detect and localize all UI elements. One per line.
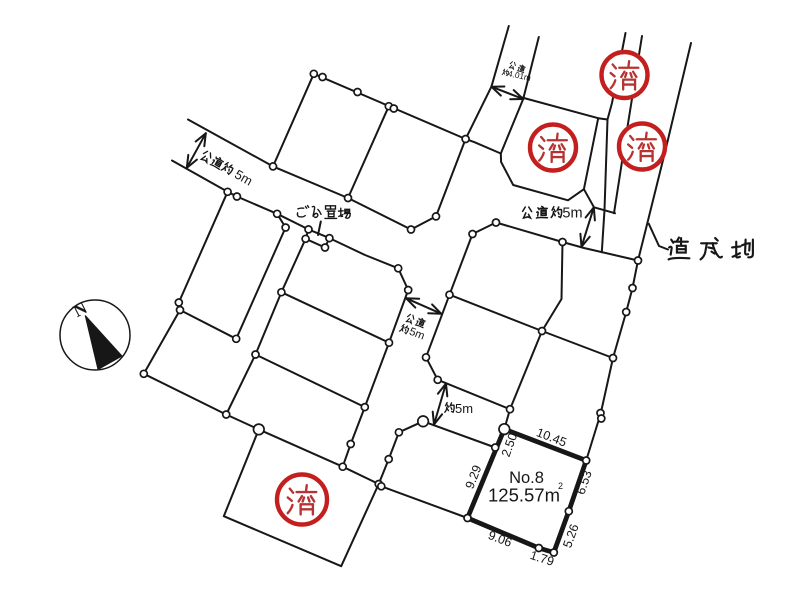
svg-text:125.57m: 125.57m	[488, 485, 560, 506]
svg-text:5m: 5m	[562, 206, 582, 222]
svg-text:5m: 5m	[455, 401, 473, 416]
svg-text:2: 2	[558, 481, 563, 491]
